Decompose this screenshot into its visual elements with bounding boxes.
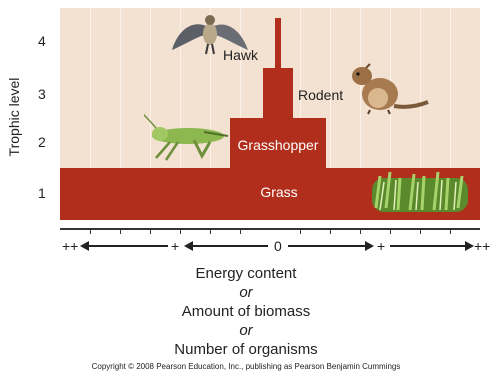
arrowhead-right [465,241,474,251]
hawk-level-bar [275,18,281,70]
scale-mid-left: + [171,238,179,254]
scale-mid-right: + [377,238,385,254]
x-axis-tick [120,228,121,234]
caption-biomass: Amount of biomass [0,303,492,320]
grasshopper-label: Grasshopper [228,137,328,153]
y-tick-4: 4 [38,33,46,49]
grass-illustration [368,168,472,218]
x-axis-tick [180,228,181,234]
x-axis-tick [450,228,451,234]
arrow-shaft-left-outer [88,245,168,247]
caption-or-2: or [0,322,492,339]
y-tick-3: 3 [38,86,46,102]
x-axis-tick [300,228,301,234]
y-tick-1: 1 [38,185,46,201]
x-axis-tick [90,228,91,234]
x-axis-tick [420,228,421,234]
arrowhead-right-inner [365,241,374,251]
x-axis-tick [330,228,331,234]
rodent-label: Rodent [298,87,343,103]
x-axis-tick [240,228,241,234]
x-axis-tick [150,228,151,234]
grasshopper-illustration [144,112,236,166]
caption-energy: Energy content [0,265,492,282]
y-axis-title: Trophic level [6,62,24,172]
scale-center: 0 [274,238,282,254]
rodent-illustration [344,62,430,116]
caption-organisms: Number of organisms [0,341,492,358]
arrow-shaft-left-inner [192,245,268,247]
scale-far-right: ++ [474,238,490,254]
caption-or-1: or [0,284,492,301]
x-axis-tick [360,228,361,234]
scale-far-left: ++ [62,238,78,254]
pyramid-plot-area: Grass Grasshopper Rodent Hawk [60,8,480,220]
arrow-shaft-right-inner [288,245,366,247]
hawk-illustration [168,10,252,56]
x-axis-tick [390,228,391,234]
copyright-notice: Copyright © 2008 Pearson Education, Inc.… [0,362,492,371]
x-axis-tick [210,228,211,234]
rodent-level-bar [263,68,293,120]
arrow-shaft-right-outer [390,245,466,247]
x-axis-line [60,228,480,230]
y-tick-2: 2 [38,134,46,150]
grass-label: Grass [240,184,318,200]
